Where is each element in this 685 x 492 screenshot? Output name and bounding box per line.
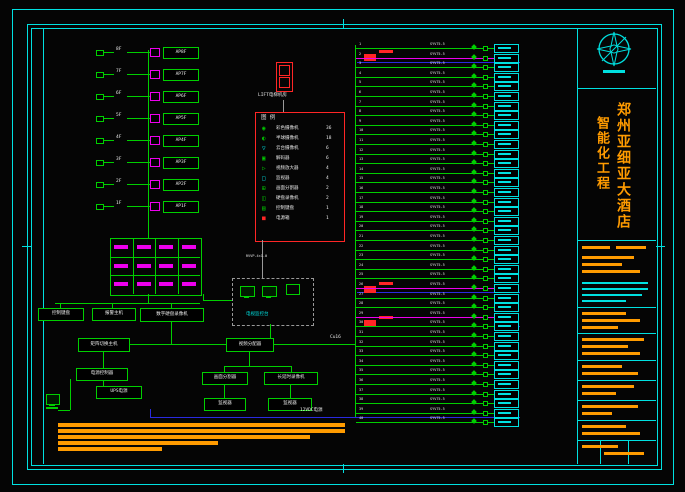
wire [272,344,355,345]
wire [262,240,263,278]
console-label: 电视监控台 [246,312,269,317]
title-divider-line [577,400,656,401]
power-line [357,326,520,327]
matrix-switcher-box: 矩阵切换主机 [78,338,130,352]
video-distributor-box: 视频分配器 [226,338,274,352]
outer-frame [12,9,674,485]
main-trunk-line [355,45,356,418]
riser-wire [148,294,149,303]
wire [283,100,284,112]
wire [103,379,104,386]
wire [103,350,104,368]
elevator-label: LIFT电梯机房 [258,93,287,98]
center-tick-left [22,246,31,247]
notes-text-bar [58,441,218,445]
title-divider-line [577,333,656,334]
title-divider-line [577,380,656,381]
wire [270,324,271,338]
center-tick-top [343,19,344,28]
fire-junction-label [379,282,393,285]
power-line [357,62,520,63]
fire-junction-label [379,316,393,319]
monitor-box: 监视器 [204,398,246,411]
compass-logo [596,31,632,67]
elevator-shaft-symbol [276,62,293,92]
dc-power-line [150,409,151,417]
monitor-stand-icon [266,296,271,298]
wire [224,366,225,372]
workstation-base-icon [46,407,58,409]
project-subtitle: 智能化工程 [594,116,609,191]
dc-power-label: 12VDC电源 [300,408,323,413]
ups-box: UPS电源 [96,386,142,399]
wire [171,303,172,308]
binding-margin-line [43,28,44,464]
title-divider-line [577,360,656,361]
wire [203,294,204,300]
wire [224,366,291,367]
fire-junction-box [364,286,376,293]
notes-text-bar [58,435,310,439]
title-block-divider [577,28,578,464]
wire [291,366,292,372]
screen-splitter-box: 画面分割器 [202,372,248,385]
wire [112,303,113,308]
cable-size-label: Cu16 [330,335,341,340]
legend-box [255,112,345,242]
elevator-car-symbol [279,65,290,76]
legend-title: 图 例 [261,115,276,121]
notes-text-bar [58,429,345,433]
timelapse-recorder-box: 长延时录像机 [264,372,318,385]
inner-frame-2 [31,28,658,466]
inner-frame [27,24,662,470]
console-device-box [286,284,300,295]
console-dashed-box [232,278,314,326]
wire [203,300,232,301]
logo-caption-text [603,70,625,73]
wire [290,383,291,398]
title-divider-line [577,88,656,89]
project-name: 郑州亚细亚大酒店 [615,102,631,230]
center-tick-bottom [343,464,344,473]
power-controller-box: 电源控制器 [76,368,128,381]
wire [224,383,225,398]
wire [55,303,200,304]
wire [171,320,172,344]
fire-junction-box [364,320,376,327]
title-cell-divider [628,440,629,464]
fire-junction-box [364,54,376,61]
alarm-host-box: 报警主机 [92,308,136,321]
title-cell-divider [600,440,601,464]
wire [249,350,250,366]
notes-text-bar [58,423,345,427]
dvr-box: 数字硬盘录像机 [140,308,204,322]
notes-text-bar [58,447,162,451]
center-tick-right [656,246,665,247]
title-divider-line [577,420,656,421]
riser-trunk-line [148,50,149,238]
title-divider-line [577,440,656,441]
wire [128,344,226,345]
title-divider-line [577,240,656,241]
wire [58,410,70,411]
wire [60,303,61,308]
dc-power-line [150,417,520,418]
wire [70,379,71,410]
keyboard-box: 控制键盘 [38,308,84,321]
power-line [357,292,520,293]
cabinet-table [110,238,202,296]
cable-spec-label: RVVP-4×1.0 [246,254,268,258]
workstation-stand-icon [49,404,55,406]
monitor-stand-icon [244,296,249,298]
elevator-car-symbol [279,77,290,88]
fire-junction-label [379,50,393,53]
title-divider-line [577,307,656,308]
monitor-box: 监视器 [268,398,312,411]
